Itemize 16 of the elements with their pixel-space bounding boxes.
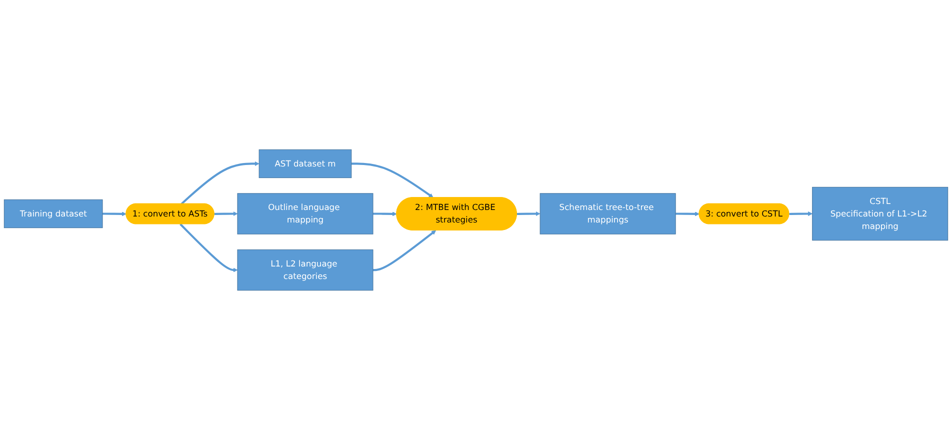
arrow (789, 211, 813, 216)
arrow (372, 230, 436, 272)
node-box: Training dataset (4, 199, 103, 228)
arrow (372, 212, 397, 216)
arrow (214, 211, 238, 216)
arrow (180, 223, 238, 272)
arrow (351, 162, 434, 198)
node-box: CSTL Specification of L1->L2 mapping (812, 186, 948, 241)
node-box: Schematic tree-to-tree mappings (540, 193, 676, 234)
arrow (516, 211, 540, 216)
arrow (180, 161, 260, 205)
node-box: Outline language mapping (237, 193, 374, 234)
arrow (102, 212, 126, 216)
arrow (676, 212, 700, 216)
node-box: AST dataset m (258, 149, 352, 178)
node-box: L1, L2 language categories (237, 249, 374, 291)
